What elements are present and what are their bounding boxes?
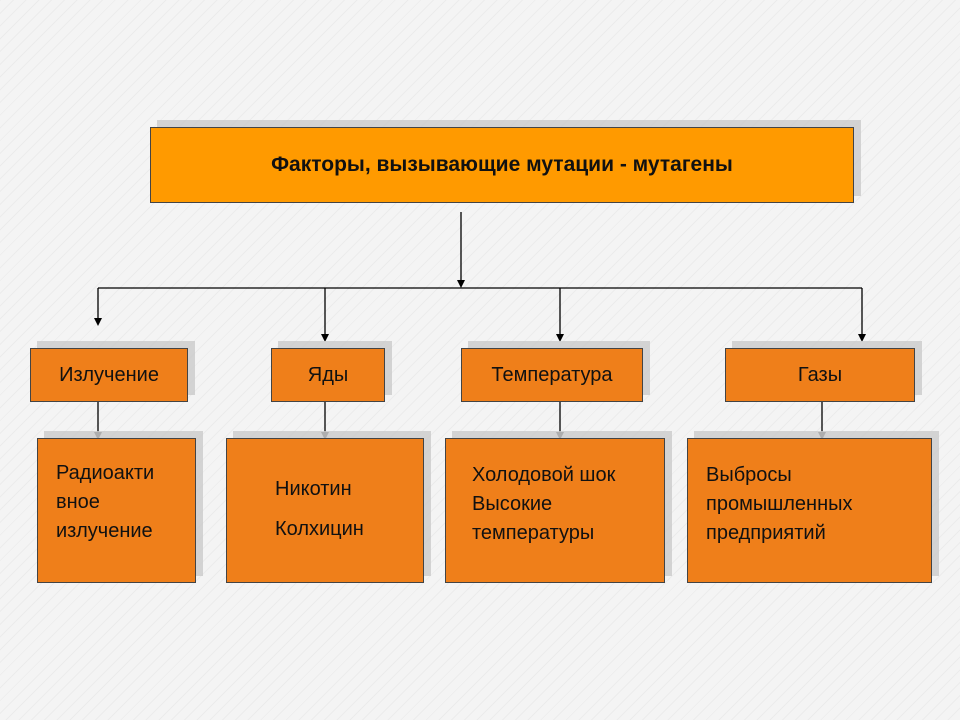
- detail-box-gases: Выбросы промышленных предприятий: [687, 438, 932, 583]
- category-box-gases: Газы: [725, 348, 915, 402]
- category-label: Яды: [307, 363, 349, 386]
- category-label: Излучение: [59, 363, 159, 386]
- detail-line: предприятий: [706, 522, 826, 544]
- detail-line: излучение: [56, 520, 153, 542]
- detail-line: вное: [56, 491, 100, 513]
- detail-line: Никотин: [275, 478, 352, 500]
- detail-line: промышленных: [706, 493, 853, 515]
- category-label: Газы: [797, 363, 843, 386]
- category-label: Температура: [491, 363, 613, 386]
- category-box-temperature: Температура: [461, 348, 643, 402]
- detail-line: Радиоакти: [56, 462, 155, 484]
- category-box-radiation: Излучение: [30, 348, 188, 402]
- detail-line: Высокие: [472, 493, 553, 515]
- detail-box-radiation: Радиоакти вное излучение: [37, 438, 196, 583]
- detail-line: Колхицин: [275, 518, 364, 540]
- detail-line: Выбросы: [706, 464, 792, 486]
- detail-box-temperature: Холодовой шок Высокие температуры: [445, 438, 665, 583]
- detail-line: температуры: [472, 522, 595, 544]
- diagram-title-box: Факторы, вызывающие мутации - мутагены: [150, 127, 854, 203]
- category-box-poisons: Яды: [271, 348, 385, 402]
- detail-box-poisons: Никотин Колхицин: [226, 438, 424, 583]
- detail-line: Холодовой шок: [472, 464, 616, 486]
- diagram-title: Факторы, вызывающие мутации - мутагены: [271, 153, 733, 176]
